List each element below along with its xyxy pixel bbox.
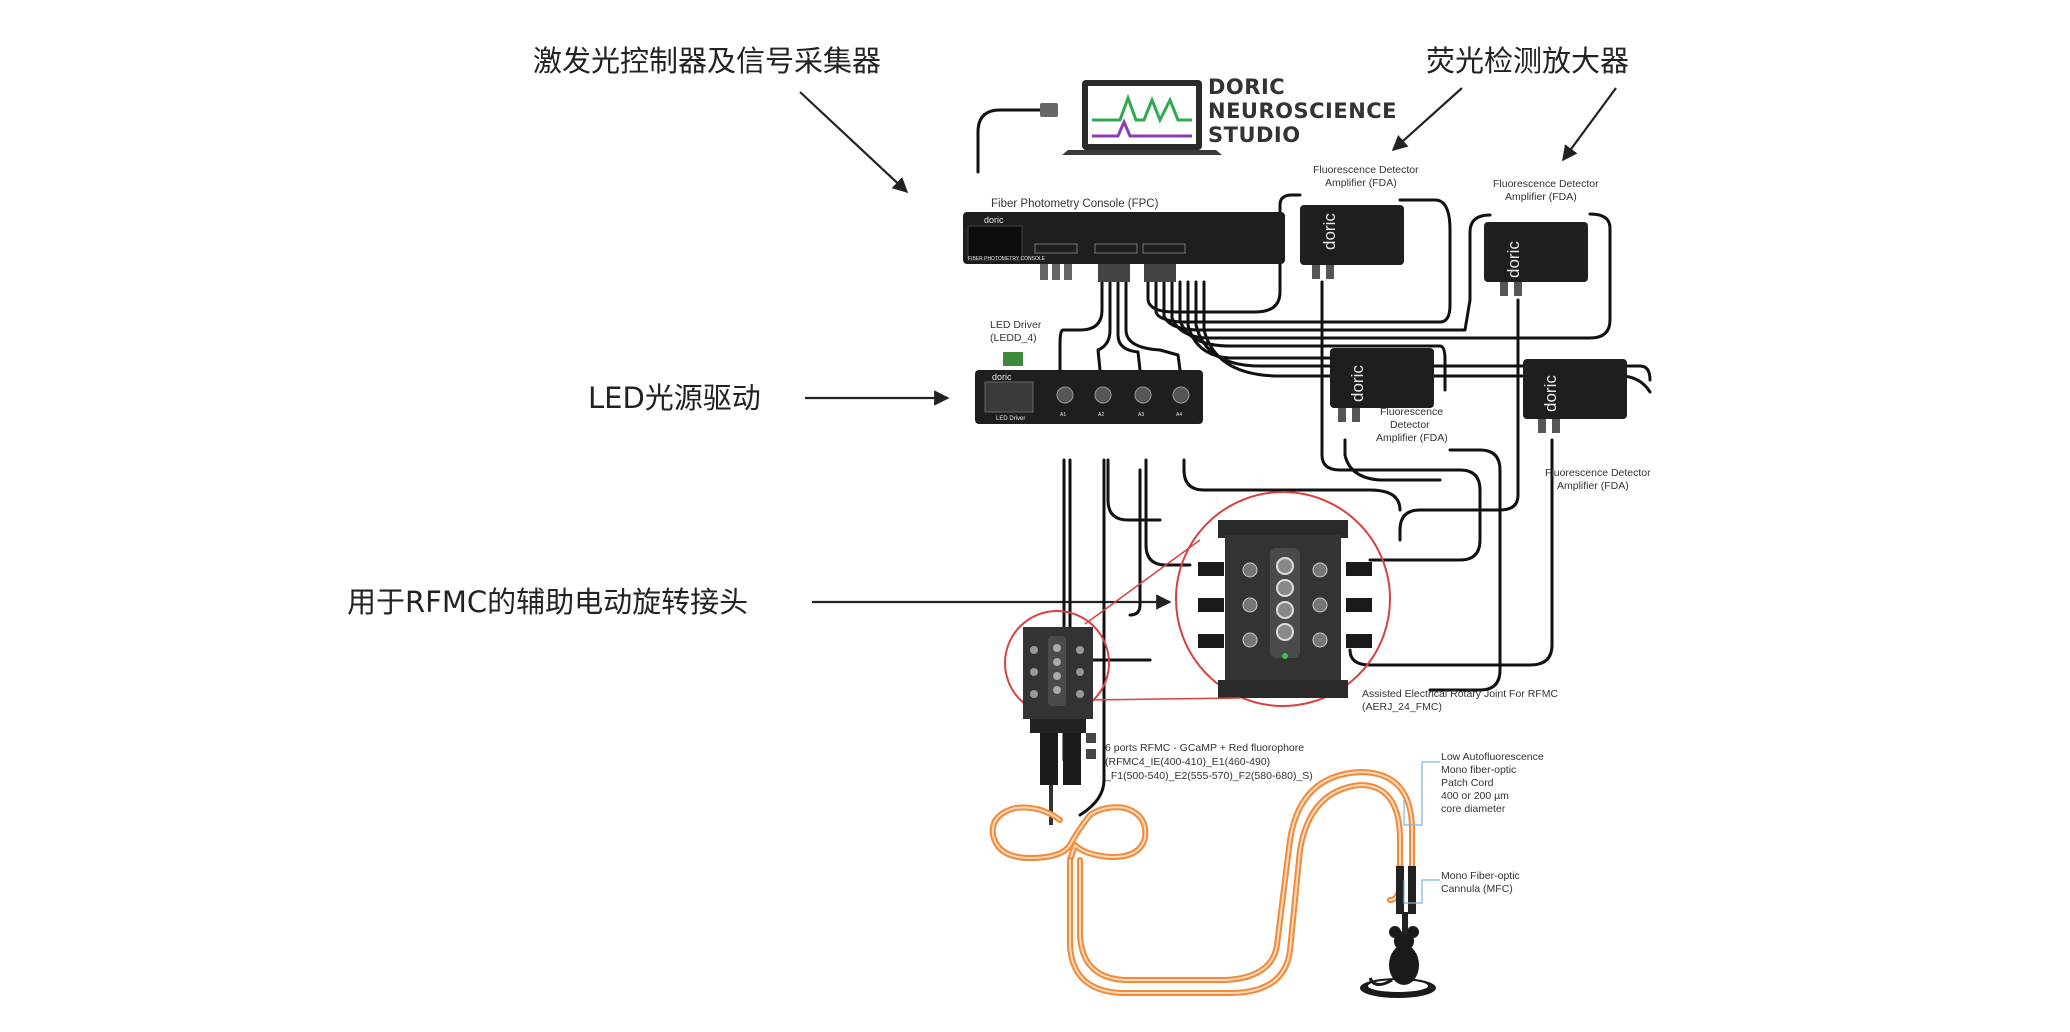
annotation-led-driver: LED光源驱动 [588, 381, 761, 415]
rotary-joint-label-line2: (AERJ_24_FMC) [1362, 701, 1442, 713]
fda-1-label-line2: Amplifier (FDA) [1325, 177, 1397, 189]
cannula-label-line1: Mono Fiber-optic [1441, 870, 1520, 882]
fiber-patch-cord [989, 769, 1416, 996]
svg-text:doric: doric [1320, 213, 1339, 250]
led-driver: doric LED Driver A1 A2 A3 A4 [975, 370, 1203, 424]
rfmc-label-line1: 6 ports RFMC - GCaMP + Red fluorophore [1105, 742, 1304, 754]
svg-text:doric: doric [992, 372, 1012, 382]
fda-2: doric [1484, 222, 1588, 296]
fda-4: doric [1523, 359, 1627, 433]
fda-4-label-line2: Amplifier (FDA) [1557, 480, 1629, 492]
patch-cord-line1: Low Autofluorescence [1441, 751, 1544, 763]
svg-text:A3: A3 [1138, 412, 1144, 418]
fda-2-label-line2: Amplifier (FDA) [1505, 191, 1577, 203]
svg-text:A4: A4 [1176, 412, 1182, 418]
software-brand-line1: DORIC [1208, 75, 1285, 99]
svg-text:doric: doric [984, 215, 1004, 225]
led-driver-usb [1003, 352, 1023, 366]
fda-3: doric [1330, 348, 1434, 422]
rfmc-rotary-joint-small [1004, 610, 1110, 825]
zoom-line-top [1084, 539, 1201, 625]
rfmc-label-line3: _F1(500-540)_E2(555-570)_F2(580-680)_S) [1104, 770, 1313, 782]
fda-3-label-line2: Detector [1390, 419, 1430, 431]
software-brand-line2: NEUROSCIENCE [1208, 99, 1397, 123]
svg-text:doric: doric [1348, 365, 1367, 402]
rotary-joint-magnified [1175, 491, 1391, 707]
svg-text:FIBER PHOTOMETRY CONSOLE: FIBER PHOTOMETRY CONSOLE [968, 256, 1046, 262]
patch-cord-leader [1403, 761, 1440, 826]
console-label: Fiber Photometry Console (FPC) [991, 198, 1159, 210]
patch-cord-line5: core diameter [1441, 803, 1506, 815]
annotation-controller: 激发光控制器及信号采集器 [533, 44, 881, 78]
fda-2-label-line1: Fluorescence Detector [1493, 178, 1599, 190]
zoom-line-bottom [1087, 697, 1241, 701]
patch-cord-line4: 400 or 200 µm [1441, 790, 1509, 802]
svg-text:A1: A1 [1060, 412, 1066, 418]
rotary-joint-label-line1: Assisted Electrical Rotary Joint For RFM… [1362, 688, 1558, 700]
laptop [1040, 80, 1222, 155]
led-driver-label-line1: LED Driver [990, 319, 1042, 331]
svg-text:doric: doric [1541, 375, 1560, 412]
annotation-fda: 荧光检测放大器 [1426, 44, 1629, 78]
svg-text:LED Driver: LED Driver [996, 416, 1025, 422]
cannula-leader [1403, 879, 1440, 904]
annotation-rotary-joint: 用于RFMC的辅助电动旋转接头 [347, 585, 748, 619]
fda-1: doric [1300, 205, 1404, 279]
arrow-fda-1 [1391, 87, 1463, 152]
software-brand-line3: STUDIO [1208, 123, 1301, 147]
signal-trace-purple [1092, 118, 1192, 138]
svg-text:A2: A2 [1098, 412, 1104, 418]
patch-cord-line2: Mono fiber-optic [1441, 764, 1516, 776]
arrow-fda-2 [1562, 87, 1617, 162]
fda-3-label-line1: Fluorescence [1380, 406, 1443, 418]
mouse-icon [1360, 912, 1436, 998]
fiber-photometry-console: doric FIBER PHOTOMETRY CONSOLE [963, 212, 1285, 282]
signal-trace-green [1092, 93, 1192, 124]
arrow-controller [799, 91, 909, 194]
fda-1-label-line1: Fluorescence Detector [1313, 164, 1419, 176]
led-driver-label-line2: (LEDD_4) [990, 332, 1037, 344]
fda-4-label-line1: Fluorescence Detector [1545, 467, 1651, 479]
magnify-circle-large [1175, 491, 1391, 707]
rfmc-label-line2: (RFMC4_IE(400-410)_E1(460-490) [1105, 756, 1270, 768]
electrical-cables [976, 108, 1652, 817]
cannula-label-line2: Cannula (MFC) [1441, 883, 1513, 895]
patch-cord-line3: Patch Cord [1441, 777, 1494, 789]
fda-3-label-line3: Amplifier (FDA) [1376, 432, 1448, 444]
svg-text:doric: doric [1504, 241, 1523, 278]
